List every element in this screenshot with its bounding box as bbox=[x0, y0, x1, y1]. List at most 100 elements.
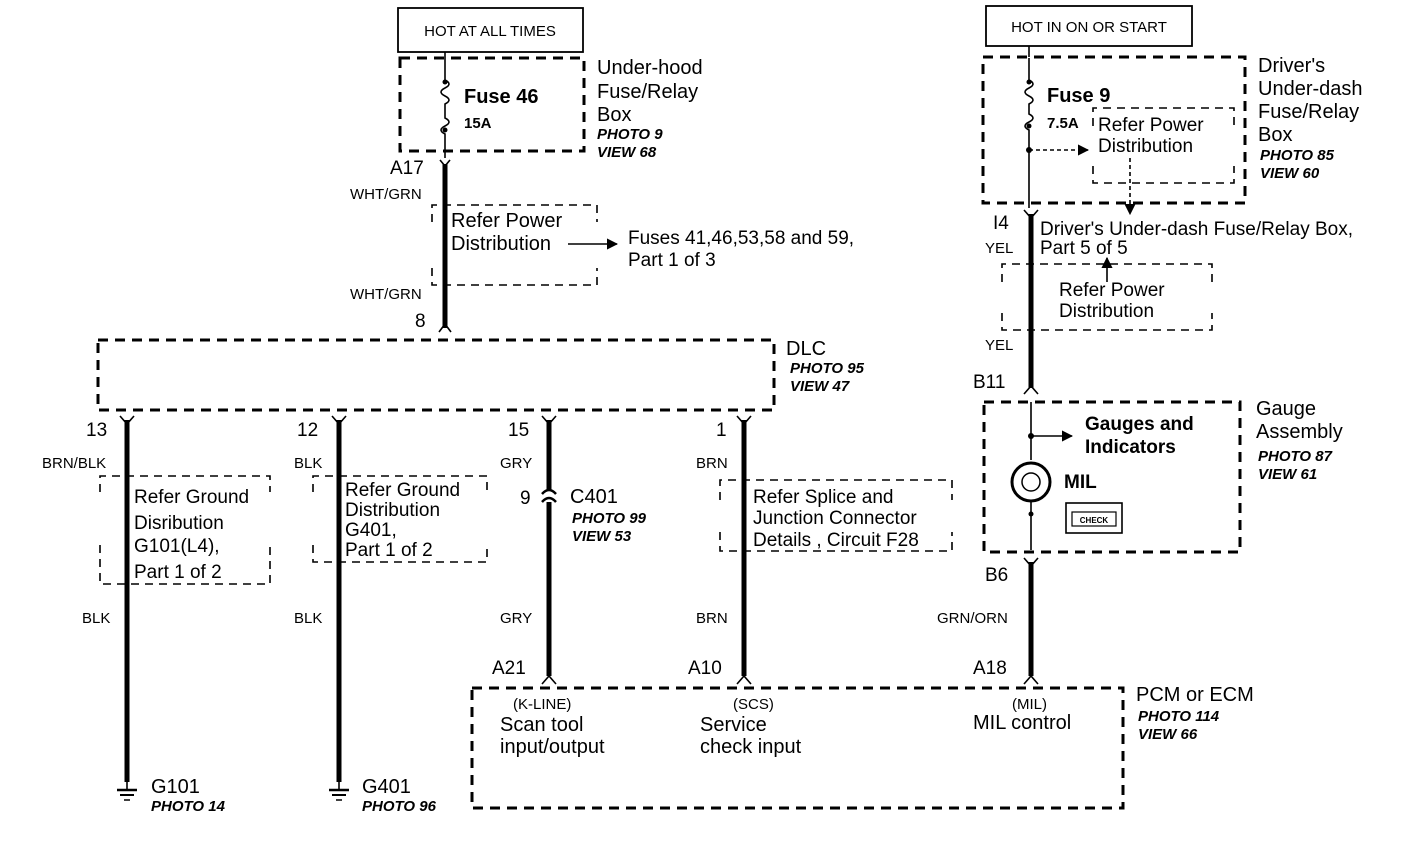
pcm-kline-1: Scan tool bbox=[500, 714, 583, 736]
ground-g401-photo: PHOTO 96 bbox=[362, 798, 437, 815]
ground-g101-symbol bbox=[117, 782, 137, 801]
pin-1: 1 bbox=[716, 420, 727, 441]
fuse-46-name: Fuse 46 bbox=[464, 86, 538, 108]
underhood-fuse-relay-box: Fuse 46 15A bbox=[398, 56, 586, 158]
fuse-46-element bbox=[440, 60, 450, 158]
dlc-name: DLC bbox=[786, 338, 826, 360]
hot-in-on-or-start-label: HOT IN ON OR START bbox=[1011, 19, 1167, 36]
pcm-name: PCM or ECM bbox=[1136, 684, 1254, 706]
gauges-indicators-1: Gauges and bbox=[1085, 414, 1194, 435]
svg-text:Refer Power: Refer Power bbox=[1059, 280, 1165, 301]
fuses-ref-line-2: Part 1 of 3 bbox=[628, 250, 716, 271]
svg-text:Refer Power: Refer Power bbox=[1098, 115, 1204, 136]
wire-label-brn-blk: BRN/BLK bbox=[42, 455, 106, 472]
svg-text:Details , Circuit F28: Details , Circuit F28 bbox=[753, 530, 919, 551]
pcm-scs-2: check input bbox=[700, 736, 802, 758]
fuse-9-element bbox=[1024, 58, 1034, 208]
pin-b6: B6 bbox=[985, 565, 1008, 586]
fuse-9-name: Fuse 9 bbox=[1047, 85, 1110, 107]
refer-splice-junction: Refer Splice and Junction Connector Deta… bbox=[719, 479, 953, 552]
svg-text:Disribution: Disribution bbox=[134, 513, 224, 534]
underdash-ref-line-2: Part 5 of 5 bbox=[1040, 238, 1128, 259]
pcm-view: VIEW 66 bbox=[1138, 726, 1198, 743]
pin-15: 15 bbox=[508, 420, 529, 441]
gauge-label-1: Gauge bbox=[1256, 398, 1316, 420]
ground-g401-symbol bbox=[329, 782, 349, 801]
c401-view: VIEW 53 bbox=[572, 528, 632, 545]
gauge-view: VIEW 61 bbox=[1258, 466, 1317, 483]
refer-power-distribution-right: Refer Power Distribution bbox=[1001, 263, 1213, 331]
ground-g101-photo: PHOTO 14 bbox=[151, 798, 226, 815]
underdash-label-3: Fuse/Relay bbox=[1258, 101, 1359, 123]
underdash-ref-line-1: Driver's Under-dash Fuse/Relay Box, bbox=[1040, 219, 1353, 240]
dlc-view: VIEW 47 bbox=[790, 378, 850, 395]
svg-text:Refer Ground: Refer Ground bbox=[134, 487, 249, 508]
underhood-label-1: Under-hood bbox=[597, 57, 703, 79]
dlc-photo: PHOTO 95 bbox=[790, 360, 865, 377]
c401-photo: PHOTO 99 bbox=[572, 510, 647, 527]
pin-a18: A18 bbox=[973, 658, 1007, 679]
c401-name: C401 bbox=[570, 486, 618, 508]
check-engine-icon bbox=[1065, 502, 1123, 534]
svg-text:Part 1 of 2: Part 1 of 2 bbox=[345, 540, 433, 561]
pcm-photo: PHOTO 114 bbox=[1138, 708, 1220, 725]
pin-b11: B11 bbox=[973, 372, 1005, 393]
hot-at-all-times-box: HOT AT ALL TIMES bbox=[397, 7, 584, 53]
wire-label-brn-bottom: BRN bbox=[696, 610, 728, 627]
wire-label-yel-top: YEL bbox=[985, 240, 1013, 257]
wire-label-wht-grn-top: WHT/GRN bbox=[350, 186, 422, 203]
pin-9: 9 bbox=[520, 488, 531, 509]
wire-label-gry-top: GRY bbox=[500, 455, 532, 472]
wire-label-yel-bottom: YEL bbox=[985, 337, 1013, 354]
pin-8: 8 bbox=[415, 311, 426, 332]
svg-text:Distribution: Distribution bbox=[1098, 136, 1193, 157]
pin-a10: A10 bbox=[688, 658, 722, 679]
underdash-label-1: Driver's bbox=[1258, 55, 1325, 77]
gauge-photo: PHOTO 87 bbox=[1258, 448, 1333, 465]
dlc-connector-box bbox=[96, 338, 776, 412]
wire-label-brn-top: BRN bbox=[696, 455, 728, 472]
hot-at-all-times-label: HOT AT ALL TIMES bbox=[424, 23, 556, 40]
pin-13: 13 bbox=[86, 420, 107, 441]
mil-label: MIL bbox=[1064, 472, 1097, 493]
ground-g401-name: G401 bbox=[362, 776, 411, 798]
svg-text:Refer Ground: Refer Ground bbox=[345, 480, 460, 501]
ground-g101-name: G101 bbox=[151, 776, 200, 798]
underdash-photo: PHOTO 85 bbox=[1260, 147, 1335, 164]
gauge-label-2: Assembly bbox=[1256, 421, 1343, 443]
pcm-mil-1: MIL control bbox=[973, 712, 1071, 734]
svg-text:G401,: G401, bbox=[345, 520, 397, 541]
pcm-mil-tag: (MIL) bbox=[1012, 696, 1047, 713]
underdash-label-4: Box bbox=[1258, 124, 1292, 146]
underdash-label-2: Under-dash bbox=[1258, 78, 1363, 100]
wire-label-gry-bottom: GRY bbox=[500, 610, 532, 627]
svg-text:Refer Splice and: Refer Splice and bbox=[753, 487, 893, 508]
wire-label-blk-1: BLK bbox=[82, 610, 110, 627]
pin-i4: I4 bbox=[993, 213, 1009, 234]
pin-a17: A17 bbox=[390, 158, 424, 179]
fuse-46-rating: 15A bbox=[464, 115, 492, 132]
fuse-9-rating: 7.5A bbox=[1047, 115, 1079, 132]
hot-in-on-or-start-box: HOT IN ON OR START bbox=[985, 5, 1193, 47]
wire-label-wht-grn-bottom: WHT/GRN bbox=[350, 286, 422, 303]
wire-label-blk-2: BLK bbox=[294, 455, 322, 472]
fuses-ref-line-1: Fuses 41,46,53,58 and 59, bbox=[628, 228, 854, 249]
mil-lamp-icon bbox=[1010, 461, 1052, 503]
underdash-fuse-relay-box: Fuse 9 7.5A Refer Power Distribution bbox=[981, 55, 1247, 216]
svg-text:Distribution: Distribution bbox=[345, 500, 440, 521]
underhood-view: VIEW 68 bbox=[597, 144, 657, 161]
gauges-indicators-2: Indicators bbox=[1085, 437, 1176, 458]
svg-text:Junction Connector: Junction Connector bbox=[753, 508, 917, 529]
gauge-assembly-box: CHECK bbox=[982, 400, 1242, 554]
pin-a21: A21 bbox=[492, 658, 526, 679]
pin-12: 12 bbox=[297, 420, 318, 441]
refer-power-distribution-left: Refer Power Distribution bbox=[431, 204, 619, 286]
svg-text:Distribution: Distribution bbox=[451, 233, 551, 255]
svg-text:G101(L4),: G101(L4), bbox=[134, 536, 220, 557]
svg-text:Distribution: Distribution bbox=[1059, 301, 1154, 322]
pcm-kline-2: input/output bbox=[500, 736, 605, 758]
underhood-label-3: Box bbox=[597, 104, 631, 126]
underhood-photo: PHOTO 9 bbox=[597, 126, 663, 143]
refer-ground-g401: Refer Ground Distribution G401, Part 1 o… bbox=[312, 475, 488, 563]
